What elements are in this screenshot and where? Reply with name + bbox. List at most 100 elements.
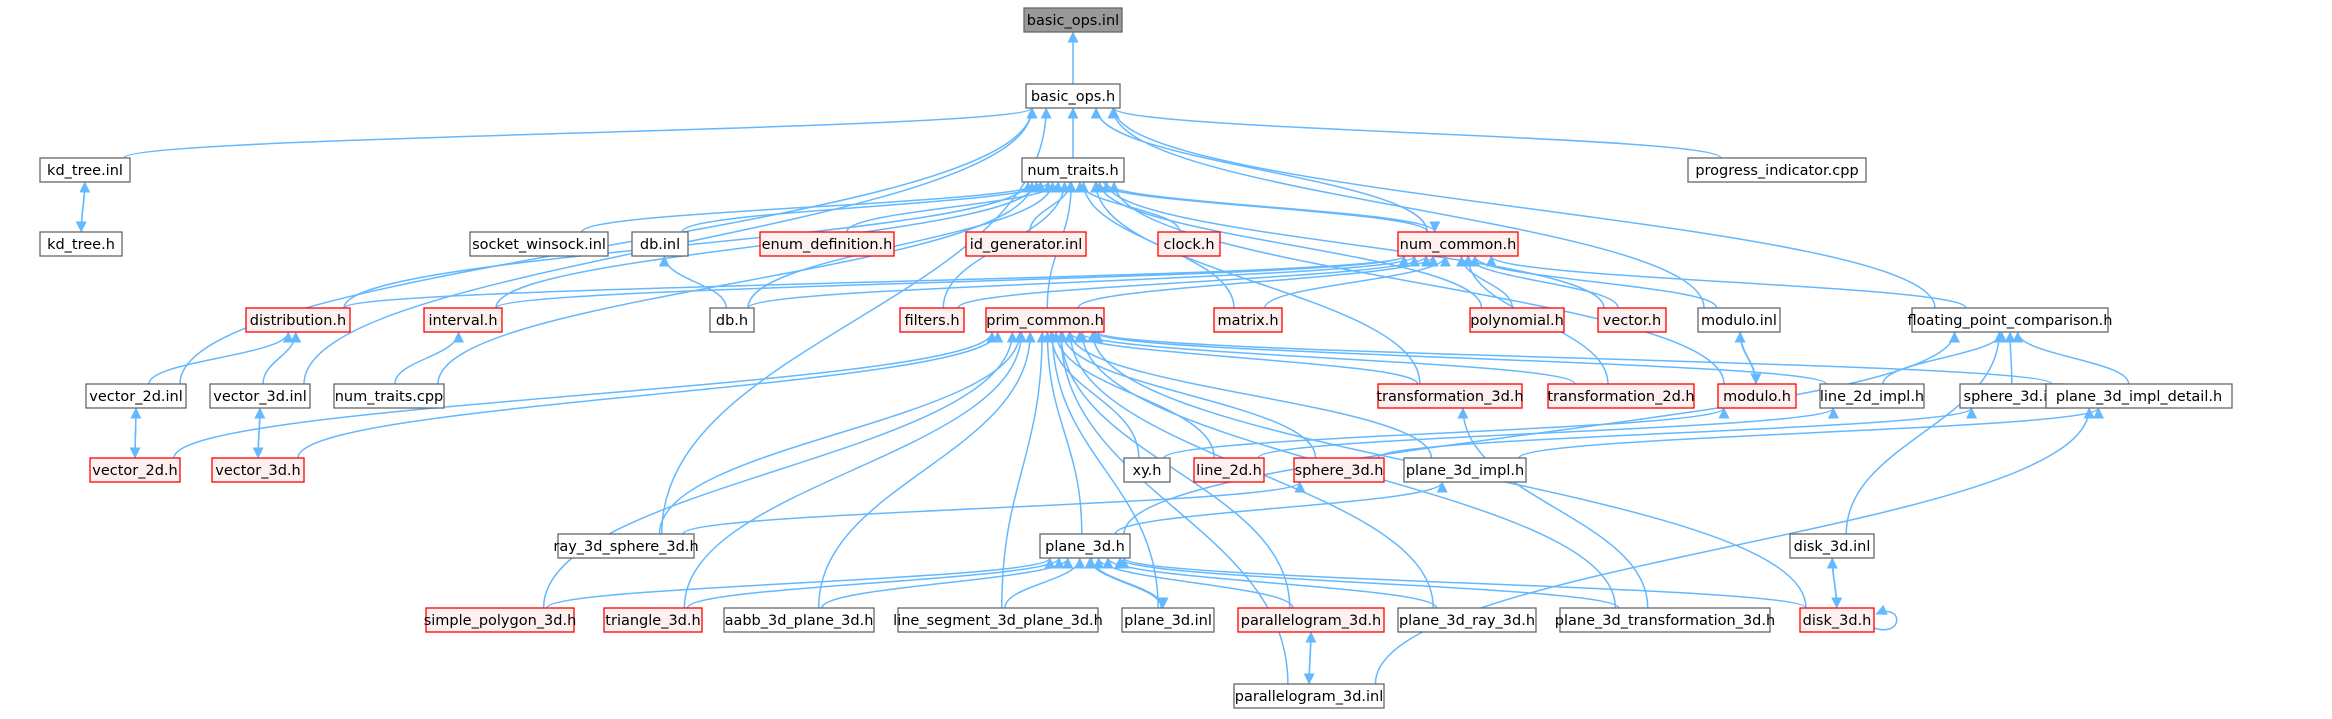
node-floating-point-comparison-h[interactable]: floating_point_comparison.h [1908, 307, 2113, 333]
node-disk-3d-h[interactable]: disk_3d.h [1799, 607, 1875, 633]
node-box [1911, 307, 2109, 333]
node-label: modulo.h [1723, 389, 1791, 405]
edge-num_common_h-to-basic_ops_h [1090, 107, 1428, 233]
node-label: plane_3d_ray_3d.h [1399, 613, 1535, 629]
edge-plane_3d_impl_h-to-plane_3d_impl_detail_h [1518, 407, 2104, 459]
node-label: sphere_3d.inl [1964, 389, 2061, 405]
node-modulo-inl[interactable]: modulo.inl [1697, 307, 1781, 333]
node-label: vector.h [1603, 313, 1661, 329]
node-box [557, 533, 695, 559]
node-simple-polygon-3d-h[interactable]: simple_polygon_3d.h [424, 607, 577, 633]
node-polynomial-h[interactable]: polynomial.h [1469, 307, 1565, 333]
node-modulo-h[interactable]: modulo.h [1717, 383, 1797, 409]
node-basic-ops-inl[interactable]: basic_ops.inl [1023, 7, 1123, 33]
node-plane-3d-inl[interactable]: plane_3d.inl [1121, 607, 1215, 633]
node-plane-3d-impl-h[interactable]: plane_3d_impl.h [1403, 457, 1527, 483]
node-label: transformation_3d.h [1376, 389, 1523, 405]
edge-db_h-to-num_traits_h [747, 181, 1058, 309]
node-plane-3d-impl-detail-h[interactable]: plane_3d_impl_detail.h [2045, 383, 2233, 409]
node-disk-3d-inl[interactable]: disk_3d.inl [1789, 533, 1875, 559]
node-line-2d-h[interactable]: line_2d.h [1193, 457, 1265, 483]
node-sphere-3d-h[interactable]: sphere_3d.h [1293, 457, 1385, 483]
node-line-2d-impl-h[interactable]: line_2d_impl.h [1819, 383, 1925, 409]
node-label: xy.h [1133, 463, 1162, 479]
node-box [1025, 83, 1121, 109]
node-label: aabb_3d_plane_3d.h [725, 613, 874, 629]
node-interval-h[interactable]: interval.h [423, 307, 503, 333]
node-label: transformation_2d.h [1547, 389, 1694, 405]
edge-matrix_h-to-num_common_h [1264, 255, 1451, 309]
node-box [1213, 307, 1283, 333]
node-box [1023, 7, 1123, 33]
node-distribution-h[interactable]: distribution.h [245, 307, 351, 333]
node-box [39, 231, 123, 257]
edge-floating_point_comparison_h-to-basic_ops_h [1108, 107, 1936, 309]
node-vector-3d-h[interactable]: vector_3d.h [211, 457, 305, 483]
node-xy-h[interactable]: xy.h [1123, 457, 1171, 483]
node-aabb-3d-plane-3d-h[interactable]: aabb_3d_plane_3d.h [723, 607, 875, 633]
node-progress-indicator-cpp[interactable]: progress_indicator.cpp [1687, 157, 1867, 183]
node-prim-common-h[interactable]: prim_common.h [985, 307, 1105, 333]
node-box [333, 383, 445, 409]
edge-vector_3d_inl-to-distribution_h [262, 331, 302, 385]
node-num-common-h[interactable]: num_common.h [1397, 231, 1519, 257]
node-box [1789, 533, 1875, 559]
node-filters-h[interactable]: filters.h [899, 307, 965, 333]
node-triangle-3d-h[interactable]: triangle_3d.h [603, 607, 703, 633]
node-box [899, 307, 965, 333]
node-num-traits-h[interactable]: num_traits.h [1021, 157, 1125, 183]
node-id-generator-inl[interactable]: id_generator.inl [965, 231, 1087, 257]
node-transformation-2d-h[interactable]: transformation_2d.h [1547, 383, 1695, 409]
node-ray-3d-sphere-3d-h[interactable]: ray_3d_sphere_3d.h [553, 533, 699, 559]
node-enum-definition-h[interactable]: enum_definition.h [759, 231, 895, 257]
node-kd-tree-inl[interactable]: kd_tree.inl [39, 157, 131, 183]
edge-transformation_2d_h-to-prim_common_h [1074, 331, 1576, 385]
edge-progress_indicator_cpp-to-basic_ops_h [1108, 107, 1722, 159]
node-vector-2d-h[interactable]: vector_2d.h [89, 457, 181, 483]
edge-num_traits_h-to-num_common_h [1103, 181, 1441, 233]
node-plane-3d-h[interactable]: plane_3d.h [1039, 533, 1131, 559]
edge-vector_2d_h-to-prim_common_h [173, 331, 998, 459]
node-label: vector_3d.h [215, 463, 300, 479]
node-parallelogram-3d-inl[interactable]: parallelogram_3d.inl [1233, 683, 1385, 709]
node-label: prim_common.h [986, 313, 1104, 329]
node-vector-3d-inl[interactable]: vector_3d.inl [209, 383, 311, 409]
edge-enum_definition_h-to-num_traits_h [845, 181, 1064, 233]
node-box [1717, 383, 1797, 409]
node-box [1819, 383, 1925, 409]
node-box [631, 231, 689, 257]
node-num-traits-cpp[interactable]: num_traits.cpp [333, 383, 445, 409]
node-plane-3d-ray-3d-h[interactable]: plane_3d_ray_3d.h [1397, 607, 1537, 633]
node-vector-h[interactable]: vector.h [1597, 307, 1667, 333]
edge-num_traits_cpp-to-interval_h [394, 331, 465, 385]
node-matrix-h[interactable]: matrix.h [1213, 307, 1283, 333]
node-box [1403, 457, 1527, 483]
node-parallelogram-3d-h[interactable]: parallelogram_3d.h [1237, 607, 1385, 633]
node-label: basic_ops.inl [1027, 13, 1119, 29]
node-box [2045, 383, 2233, 409]
node-db-inl[interactable]: db.inl [631, 231, 689, 257]
node-db-h[interactable]: db.h [709, 307, 755, 333]
node-box [1121, 607, 1215, 633]
node-label: filters.h [904, 313, 959, 329]
node-box [245, 307, 351, 333]
edge-line_2d_impl_h-to-floating_point_comparison_h [1882, 331, 2008, 385]
edge-modulo_h-to-num_traits_h [1108, 181, 1725, 385]
node-socket-winsock-inl[interactable]: socket_winsock.inl [469, 231, 609, 257]
node-label: line_2d_impl.h [1820, 389, 1924, 405]
node-label: vector_2d.inl [89, 389, 183, 405]
node-label: floating_point_comparison.h [1908, 313, 2113, 329]
edge-simple_polygon_3d_h-to-prim_common_h [542, 331, 1018, 609]
node-transformation-3d-h[interactable]: transformation_3d.h [1376, 383, 1524, 409]
node-box [1469, 307, 1565, 333]
node-kd-tree-h[interactable]: kd_tree.h [39, 231, 123, 257]
node-line-segment-3d-plane-3d-h[interactable]: line_segment_3d_plane_3d.h [893, 607, 1103, 633]
node-vector-2d-inl[interactable]: vector_2d.inl [85, 383, 187, 409]
node-clock-h[interactable]: clock.h [1157, 231, 1221, 257]
edge-line_2d_h-to-line_2d_impl_h [1257, 407, 1839, 459]
node-basic-ops-h[interactable]: basic_ops.h [1025, 83, 1121, 109]
node-box [1697, 307, 1781, 333]
node-box [1397, 231, 1519, 257]
node-box [1397, 607, 1537, 633]
node-plane-3d-transformation-3d-h[interactable]: plane_3d_transformation_3d.h [1555, 607, 1775, 633]
